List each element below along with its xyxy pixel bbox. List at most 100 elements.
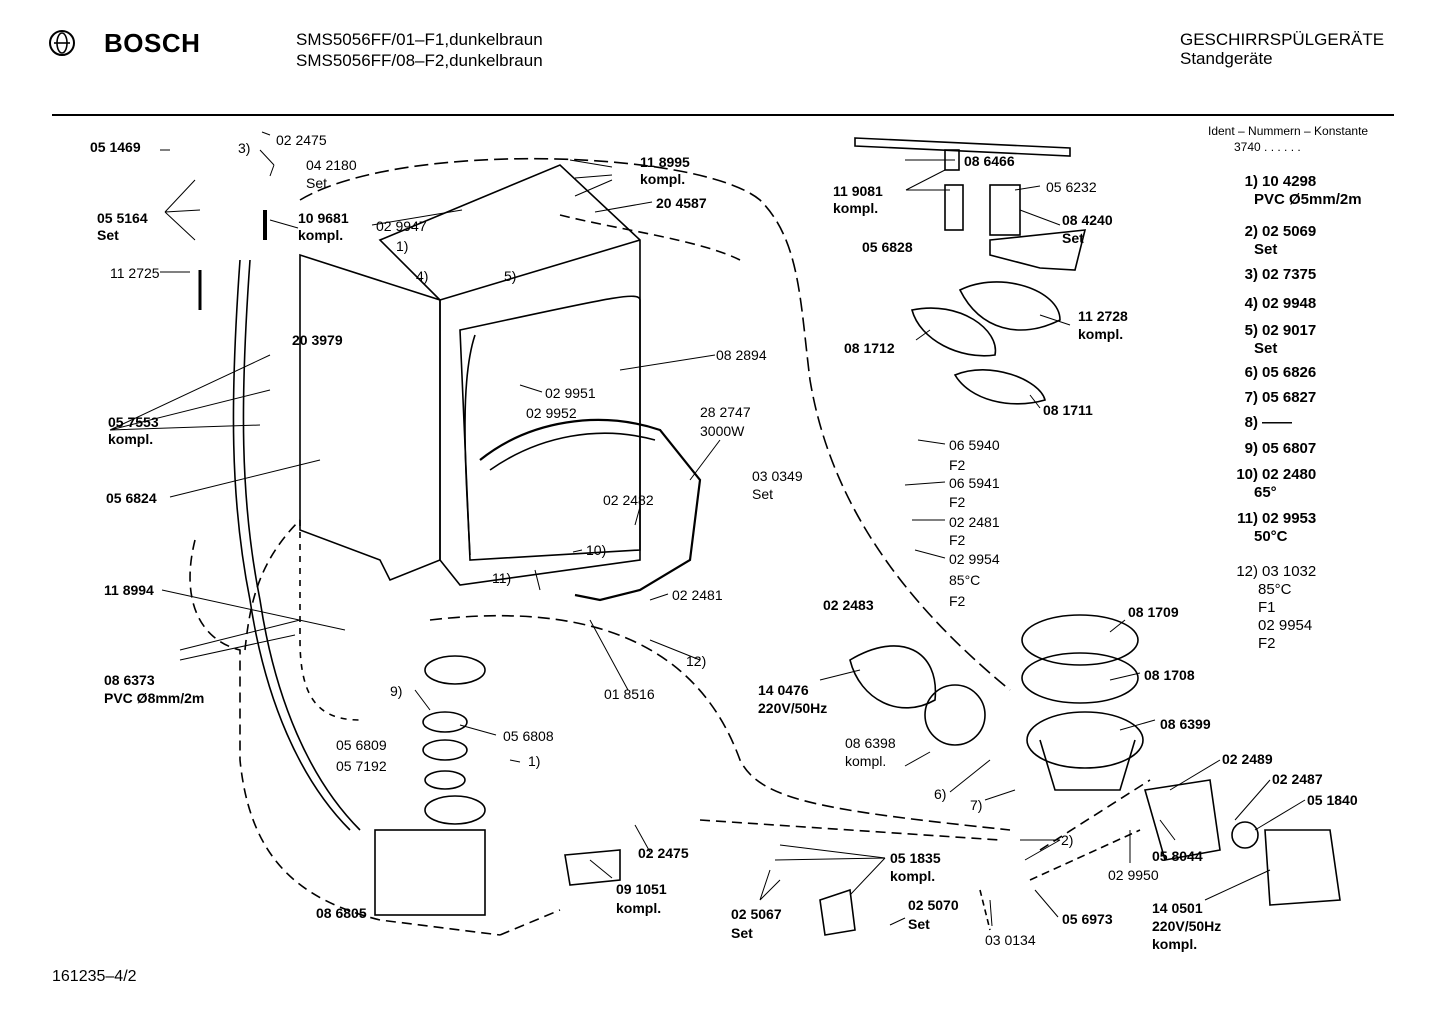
part-label: kompl. xyxy=(640,171,686,187)
part-label: F2 xyxy=(949,457,966,473)
part-label: 11) xyxy=(492,570,512,586)
part-label: kompl. xyxy=(890,868,936,884)
reference-number: 5) xyxy=(1244,322,1258,339)
category-subtitle: Standgeräte xyxy=(1180,49,1273,68)
reference-item: 4)02 9948 xyxy=(1224,295,1317,313)
part-label: 08 6399 xyxy=(1160,716,1211,732)
part-label: 02 2483 xyxy=(823,597,874,613)
part-label: kompl. xyxy=(1152,936,1198,952)
reference-number: 3) xyxy=(1244,266,1258,283)
part-label: 02 5067 xyxy=(731,906,782,922)
part-label: 06 5941 xyxy=(949,475,1000,491)
part-label: 220V/50Hz xyxy=(1152,918,1222,934)
part-label: 28 2747 xyxy=(700,404,751,420)
part-label: 08 6466 xyxy=(964,153,1015,169)
part-label: 08 1709 xyxy=(1128,604,1179,620)
reference-detail: PVC Ø5mm/2m xyxy=(1254,191,1362,208)
drawing-number: 161235–4/2 xyxy=(52,968,137,985)
reference-number: 1) xyxy=(1244,173,1258,190)
part-label: 1) xyxy=(528,753,541,769)
part-label: 08 6805 xyxy=(316,905,367,921)
part-label: 85°C xyxy=(949,572,981,588)
model-line-1: SMS5056FF/01–F1,dunkelbraun xyxy=(296,30,543,49)
part-label: 02 2482 xyxy=(603,492,654,508)
part-label: 3000W xyxy=(700,423,745,439)
part-label: 11 9081 xyxy=(833,183,883,199)
part-label: 220V/50Hz xyxy=(758,700,828,716)
part-label: 12) xyxy=(686,653,707,669)
header-divider xyxy=(52,114,1394,116)
part-label: 09 1051 xyxy=(616,881,667,897)
ref-12: 12)03 1032 85°C F1 02 9954 F2 xyxy=(1224,563,1316,653)
part-label: 14 0501 xyxy=(1152,900,1203,916)
reference-item: 6)05 6826 xyxy=(1224,364,1317,382)
part-label: 01 8516 xyxy=(604,686,655,702)
reference-part-number: 02 2480 xyxy=(1262,466,1317,483)
part-label: 11 8994 xyxy=(104,582,154,598)
part-label: kompl. xyxy=(108,431,154,447)
reference-detail: Set xyxy=(1254,241,1278,258)
part-label: 04 2180 xyxy=(306,157,357,173)
part-label: 3) xyxy=(238,140,251,156)
bosch-armature-icon xyxy=(49,30,75,56)
reference-part-number: 02 7375 xyxy=(1262,266,1317,283)
reference-item: 7)05 6827 xyxy=(1224,389,1317,407)
brand-name: BOSCH xyxy=(104,28,201,58)
reference-part-number: 05 6827 xyxy=(1262,389,1317,406)
reference-part-number: 05 6807 xyxy=(1262,440,1317,457)
part-label: 05 6808 xyxy=(503,728,554,744)
part-label: F2 xyxy=(949,593,966,609)
part-label: 05 7553 xyxy=(108,414,159,430)
part-label: 08 6398 xyxy=(845,735,896,751)
reference-part-number: 02 9953 xyxy=(1262,510,1317,527)
part-label: 05 7192 xyxy=(336,758,387,774)
part-label: 02 5070 xyxy=(908,897,959,913)
part-label: Set xyxy=(752,486,774,502)
ref-12-line-5: F2 xyxy=(1258,635,1276,652)
part-label: 02 9954 xyxy=(949,551,1000,567)
part-label: 05 6232 xyxy=(1046,179,1097,195)
reference-part-number: —— xyxy=(1262,414,1292,431)
part-label: 08 1708 xyxy=(1144,667,1195,683)
part-label: 20 4587 xyxy=(656,195,707,211)
reference-detail: Set xyxy=(1254,340,1278,357)
part-label: 02 2481 xyxy=(949,514,1000,530)
ref-12-line-4: 02 9954 xyxy=(1258,617,1313,634)
part-label: 14 0476 xyxy=(758,682,809,698)
part-label: kompl. xyxy=(833,200,879,216)
part-label: Set xyxy=(306,175,328,191)
part-label: 05 1469 xyxy=(90,139,141,155)
part-label: 05 5164 xyxy=(97,210,148,226)
reference-part-number: 02 9948 xyxy=(1262,295,1317,312)
part-label: 02 2475 xyxy=(638,845,689,861)
part-label: F2 xyxy=(949,494,966,510)
part-label: 08 1711 xyxy=(1043,402,1093,418)
reference-part-number: 05 6826 xyxy=(1262,364,1317,381)
part-label: 02 9951 xyxy=(545,385,596,401)
part-label: Set xyxy=(97,227,119,243)
part-label: 02 2487 xyxy=(1272,771,1323,787)
reference-detail: 50°C xyxy=(1254,528,1288,545)
part-label: 02 2475 xyxy=(276,132,327,148)
reference-number: 9) xyxy=(1244,440,1258,457)
ref-12-line-1: 03 1032 xyxy=(1262,563,1317,580)
part-label: 05 6824 xyxy=(106,490,157,506)
part-label: 11 8995 xyxy=(640,154,690,170)
ref-12-number: 12) xyxy=(1236,563,1258,580)
part-label: 05 6809 xyxy=(336,737,387,753)
part-label: 05 1835 xyxy=(890,850,941,866)
reference-number: 6) xyxy=(1244,364,1258,381)
part-label: 11 2728 xyxy=(1078,308,1128,324)
ident-title: Ident – Nummern – Konstante xyxy=(1208,124,1369,138)
part-label: Set xyxy=(908,916,930,932)
reference-number: 11) xyxy=(1237,510,1258,527)
part-label: kompl. xyxy=(1078,326,1124,342)
part-label: 08 1712 xyxy=(844,340,895,356)
category-title: GESCHIRRSPÜLGERÄTE xyxy=(1180,30,1385,49)
part-label: 1) xyxy=(396,238,409,254)
part-label: 5) xyxy=(504,268,517,284)
